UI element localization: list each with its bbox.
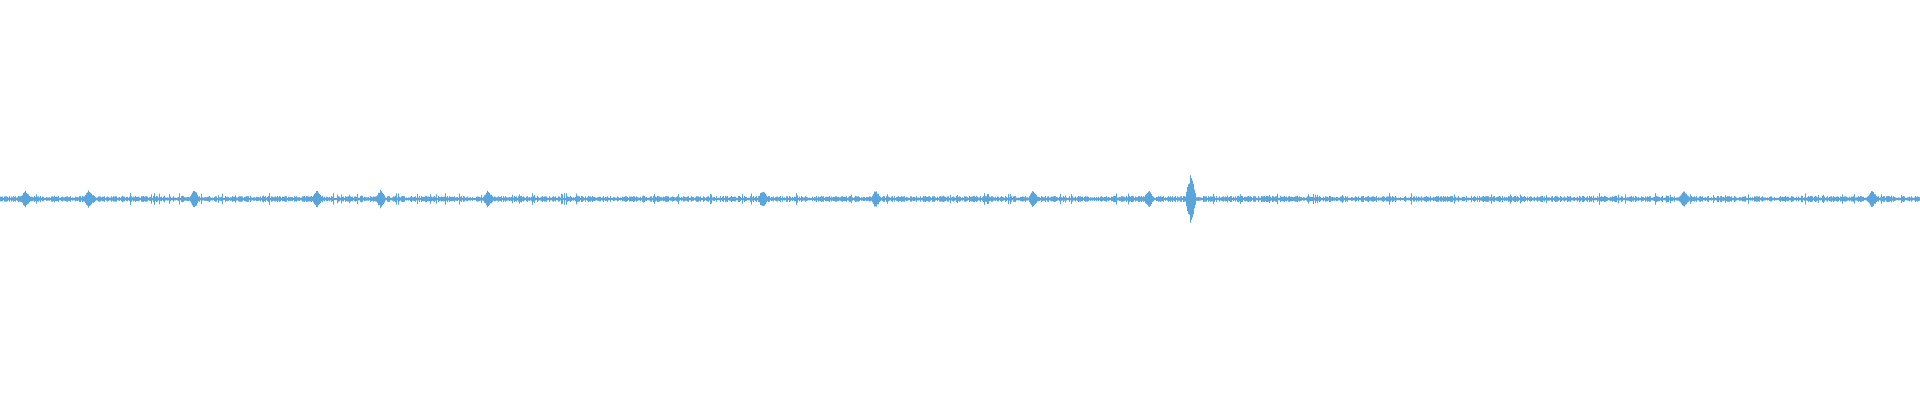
waveform-peaks: [0, 175, 1920, 223]
waveform-trace: [0, 175, 1920, 223]
